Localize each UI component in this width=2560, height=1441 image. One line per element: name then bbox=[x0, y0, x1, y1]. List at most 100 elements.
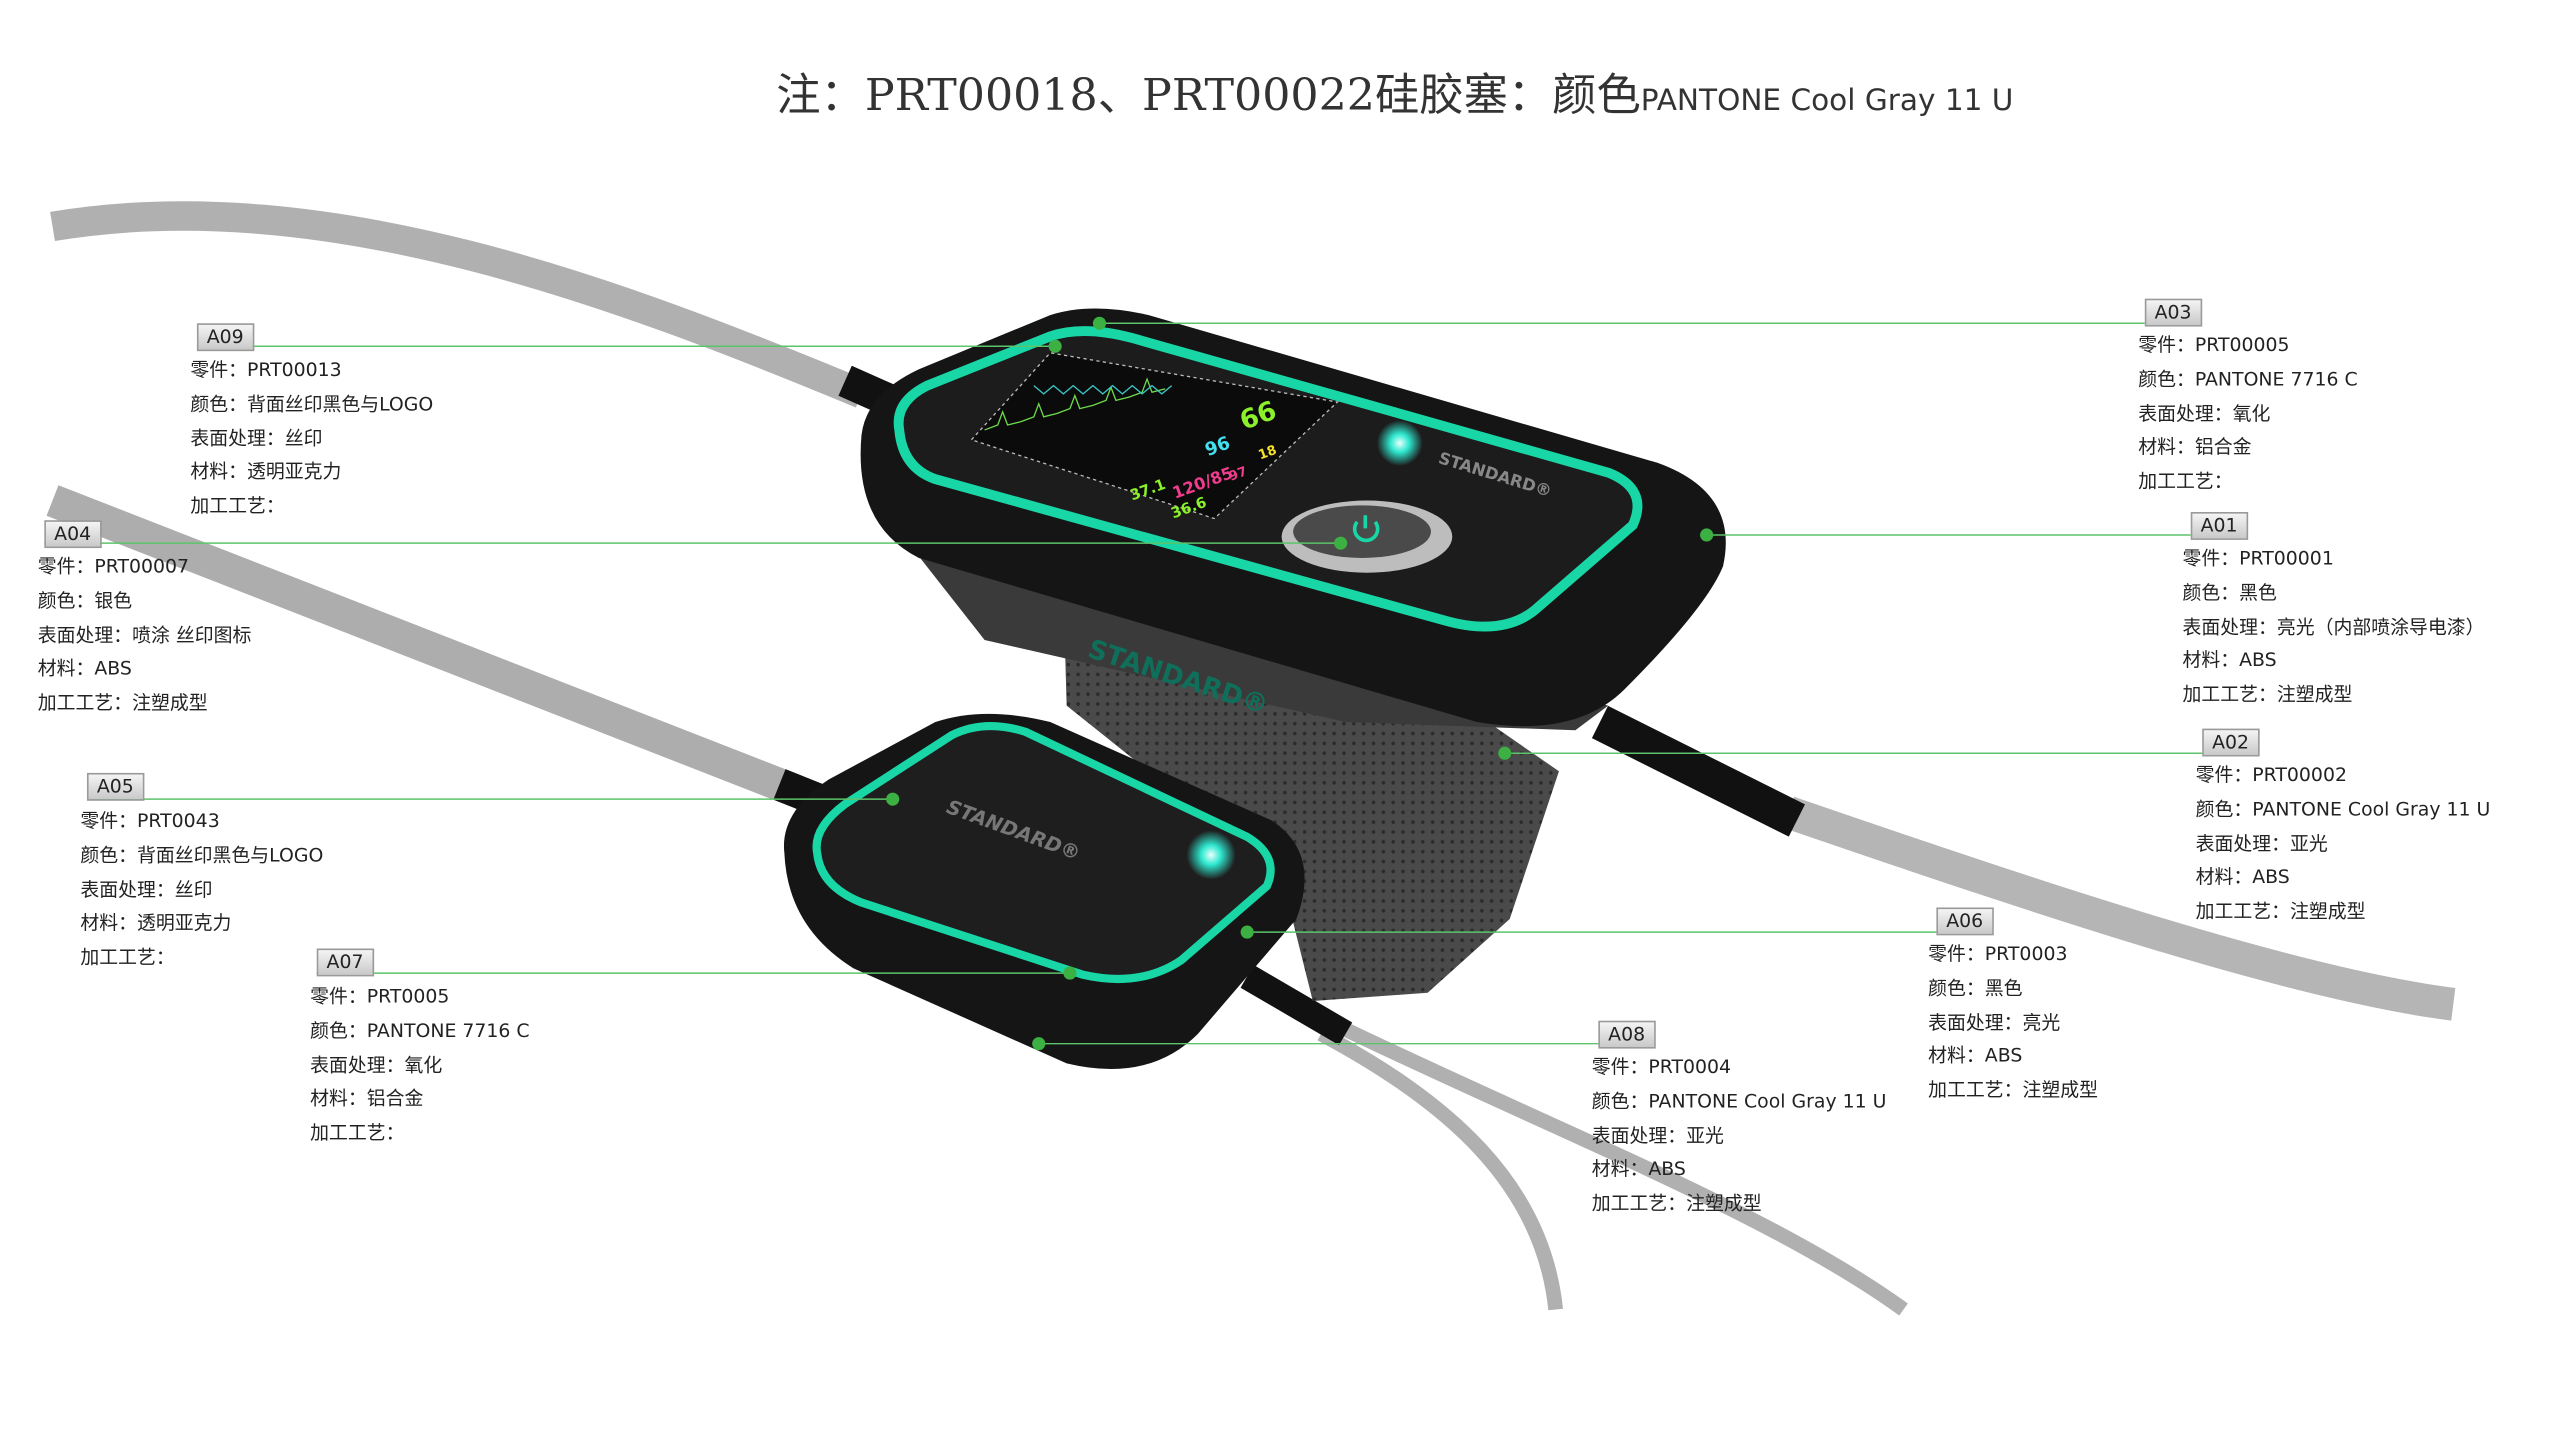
spec-label: 颜色： bbox=[190, 391, 247, 415]
cable-right bbox=[1783, 796, 2456, 1021]
cable-bottom-1 bbox=[1334, 1018, 1908, 1316]
plug-bottom bbox=[1240, 965, 1353, 1046]
spec-row-color: 颜色：黑色 bbox=[2183, 576, 2485, 610]
spec-row-surface: 表面处理：丝印 bbox=[80, 872, 323, 906]
spec-label: 表面处理： bbox=[1928, 1010, 2023, 1034]
spec-row-material: 材料：ABS bbox=[2183, 644, 2485, 678]
spec-row-surface: 表面处理：氧化 bbox=[310, 1048, 529, 1082]
spec-label: 颜色： bbox=[2195, 797, 2253, 821]
spec-value: 氧化 bbox=[2232, 401, 2271, 425]
spec-value: 透明亚克力 bbox=[246, 460, 342, 484]
page-title: 注：PRT00018、PRT00022硅胶塞：颜色PANTONE Cool Gr… bbox=[0, 59, 2560, 123]
callout-badge-a05: A05 bbox=[86, 772, 144, 801]
spec-value: 背面丝印黑色与LOGO bbox=[137, 843, 324, 867]
spec-value: PRT0003 bbox=[1984, 941, 2068, 965]
spec-row-process: 加工工艺：注塑成型 bbox=[1928, 1074, 2098, 1108]
spec-row-process: 加工工艺： bbox=[310, 1116, 529, 1150]
spec-value: PANTONE Cool Gray 11 U bbox=[2252, 797, 2491, 821]
callout-badge-a02: A02 bbox=[2202, 728, 2259, 757]
spec-label: 表面处理： bbox=[2182, 614, 2277, 638]
power-button[interactable] bbox=[1281, 500, 1453, 573]
spec-row-color: 颜色：银色 bbox=[38, 584, 252, 618]
leader-dot-a07 bbox=[1063, 966, 1077, 980]
spec-label: 加工工艺： bbox=[1591, 1191, 1687, 1215]
spec-row-material: 材料：ABS bbox=[1928, 1039, 2098, 1073]
leader-lines bbox=[44, 316, 2203, 1051]
spec-row-color: 颜色：黑色 bbox=[1928, 971, 2098, 1005]
spec-row-material: 材料：透明亚克力 bbox=[190, 455, 433, 489]
spec-value: 铝合金 bbox=[366, 1086, 424, 1110]
cable-top-left bbox=[50, 201, 868, 408]
spec-value: PRT00013 bbox=[246, 357, 342, 381]
spec-label: 材料： bbox=[2182, 648, 2240, 672]
spec-label: 材料： bbox=[1928, 1044, 1985, 1068]
spec-value: 丝印 bbox=[174, 877, 213, 901]
leader-dot-a05 bbox=[886, 792, 900, 806]
spec-label: 加工工艺： bbox=[2182, 682, 2277, 706]
cable-bottom-2 bbox=[1317, 1027, 1564, 1311]
spec-value: 亚光 bbox=[1686, 1123, 1724, 1147]
leader-dot-a06 bbox=[1240, 925, 1254, 939]
sensor-unit-bezel bbox=[812, 721, 1275, 983]
spec-row-color: 颜色：PANTONE 7716 C bbox=[310, 1014, 529, 1048]
spec-label: 材料： bbox=[1591, 1157, 1649, 1181]
spec-row-process: 加工工艺：注塑成型 bbox=[2196, 895, 2491, 929]
spec-value: 丝印 bbox=[284, 425, 323, 449]
spec-row-surface: 表面处理：亚光 bbox=[2196, 826, 2491, 860]
spec-row-part: 零件：PRT00007 bbox=[38, 550, 252, 584]
callout-badge-a01: A01 bbox=[2190, 511, 2248, 540]
spec-label: 加工工艺： bbox=[190, 494, 285, 518]
spec-row-process: 加工工艺：注塑成型 bbox=[2183, 678, 2485, 712]
spec-label: 加工工艺： bbox=[1928, 1078, 2023, 1102]
spec-row-material: 材料：ABS bbox=[1592, 1153, 1887, 1187]
spec-label: 材料： bbox=[2195, 865, 2253, 889]
spec-row-surface: 表面处理：亮光（内部喷涂导电漆） bbox=[2183, 610, 2485, 644]
spec-value: PANTONE 7716 C bbox=[2194, 367, 2358, 391]
spec-value: 注塑成型 bbox=[2276, 682, 2353, 706]
spec-label: 加工工艺： bbox=[80, 945, 175, 969]
spec-value: 注塑成型 bbox=[2290, 899, 2366, 923]
spec-row-surface: 表面处理：亚光 bbox=[1592, 1118, 1887, 1152]
spec-row-surface: 表面处理：亮光 bbox=[1928, 1005, 2098, 1039]
spec-value: ABS bbox=[2239, 648, 2277, 672]
spec-row-part: 零件：PRT00005 bbox=[2138, 328, 2357, 362]
spec-label: 材料： bbox=[37, 657, 95, 681]
spec-row-process: 加工工艺：注塑成型 bbox=[38, 686, 252, 720]
callout-badge-a08: A08 bbox=[1598, 1020, 1655, 1049]
spec-value: ABS bbox=[1984, 1044, 2023, 1068]
spec-value: 背面丝印黑色与LOGO bbox=[246, 391, 434, 415]
spec-row-color: 颜色：PANTONE 7716 C bbox=[2138, 362, 2357, 396]
spec-value: PRT0043 bbox=[137, 809, 220, 832]
spec-value: 喷涂 丝印图标 bbox=[132, 622, 252, 646]
spec-label: 表面处理： bbox=[37, 622, 133, 646]
spec-label: 材料： bbox=[2138, 435, 2195, 459]
spec-value: 注塑成型 bbox=[2022, 1078, 2099, 1102]
spec-row-material: 材料：ABS bbox=[38, 652, 252, 686]
spec-row-surface: 表面处理：喷涂 丝印图标 bbox=[38, 618, 252, 652]
spec-row-part: 零件：PRT00002 bbox=[2196, 758, 2491, 792]
callout-info-a02: 零件：PRT00002 颜色：PANTONE Cool Gray 11 U 表面处理… bbox=[2196, 758, 2491, 929]
screen-resp: 18 bbox=[1257, 443, 1279, 463]
spec-label: 零件： bbox=[1928, 941, 1985, 965]
spec-label: 颜色： bbox=[1928, 976, 1985, 1000]
power-icon bbox=[1352, 515, 1380, 543]
spec-label: 表面处理： bbox=[190, 425, 285, 449]
spec-label: 零件： bbox=[37, 554, 95, 578]
spec-row-part: 零件：PRT0005 bbox=[310, 980, 529, 1014]
leader-dot-a01 bbox=[1700, 528, 1714, 542]
callout-badge-a04: A04 bbox=[44, 520, 101, 549]
spec-row-surface: 表面处理：氧化 bbox=[2138, 396, 2357, 430]
spec-label: 零件： bbox=[2138, 333, 2195, 357]
spec-value: 注塑成型 bbox=[132, 691, 208, 715]
spec-label: 零件： bbox=[2182, 546, 2240, 570]
spec-value: PRT00002 bbox=[2252, 763, 2347, 787]
spec-row-part: 零件：PRT0004 bbox=[1592, 1050, 1887, 1084]
spec-row-process: 加工工艺： bbox=[80, 941, 323, 975]
spec-value: 银色 bbox=[94, 588, 133, 612]
spec-label: 加工工艺： bbox=[2138, 469, 2233, 493]
